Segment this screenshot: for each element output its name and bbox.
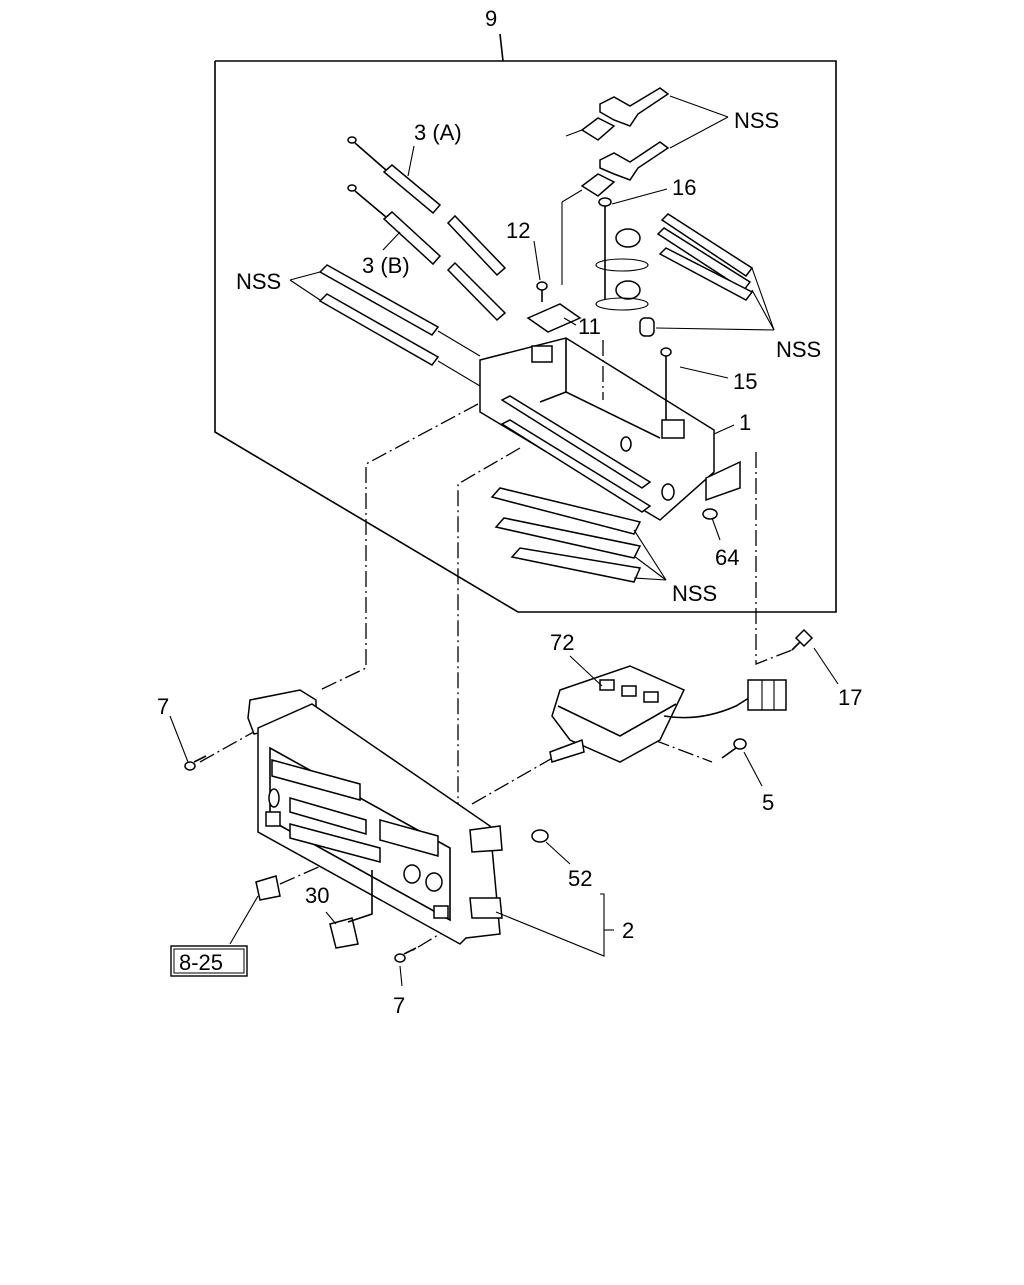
callout-nss-bottom: NSS (672, 581, 717, 606)
control-unit-1 (479, 337, 741, 521)
callout-5: 5 (762, 790, 774, 815)
callout-64: 64 (715, 545, 739, 570)
callout-nss-top: NSS (734, 108, 779, 133)
callout-52: 52 (568, 866, 592, 891)
callout-7-bottom: 7 (393, 993, 405, 1018)
levers-springs (595, 197, 754, 337)
screws (184, 628, 814, 963)
callout-2: 2 (622, 918, 634, 943)
callout-1: 1 (739, 410, 751, 435)
callout-nss-right: NSS (776, 337, 821, 362)
actuator-72 (549, 665, 787, 763)
callout-15: 15 (733, 369, 757, 394)
callout-nss-left: NSS (236, 269, 281, 294)
assembly-9-outline (214, 33, 837, 613)
callout-3b: 3 (B) (362, 253, 410, 278)
leader-lines (169, 95, 839, 987)
callout-16: 16 (672, 175, 696, 200)
control-panel-2 (247, 689, 549, 945)
callout-12: 12 (506, 218, 530, 243)
cable-connectors (561, 87, 670, 285)
reference-box-8-25[interactable]: 8-25 (170, 945, 248, 977)
callout-3a: 3 (A) (414, 120, 462, 145)
callout-7-top: 7 (157, 694, 169, 719)
bracket-11-screw-12 (526, 281, 582, 333)
callout-30: 30 (305, 883, 329, 908)
callout-labels: 9 3 (A) 3 (B) NSS NSS 16 12 11 NSS 15 1 … (157, 6, 862, 1018)
knob-30-clip (255, 870, 373, 949)
callout-17: 17 (838, 685, 862, 710)
callout-9: 9 (485, 6, 497, 31)
slide-levers (490, 487, 642, 583)
callout-11: 11 (578, 314, 601, 339)
callout-72: 72 (550, 630, 574, 655)
reference-label: 8-25 (179, 950, 223, 975)
control-rods (318, 136, 507, 387)
